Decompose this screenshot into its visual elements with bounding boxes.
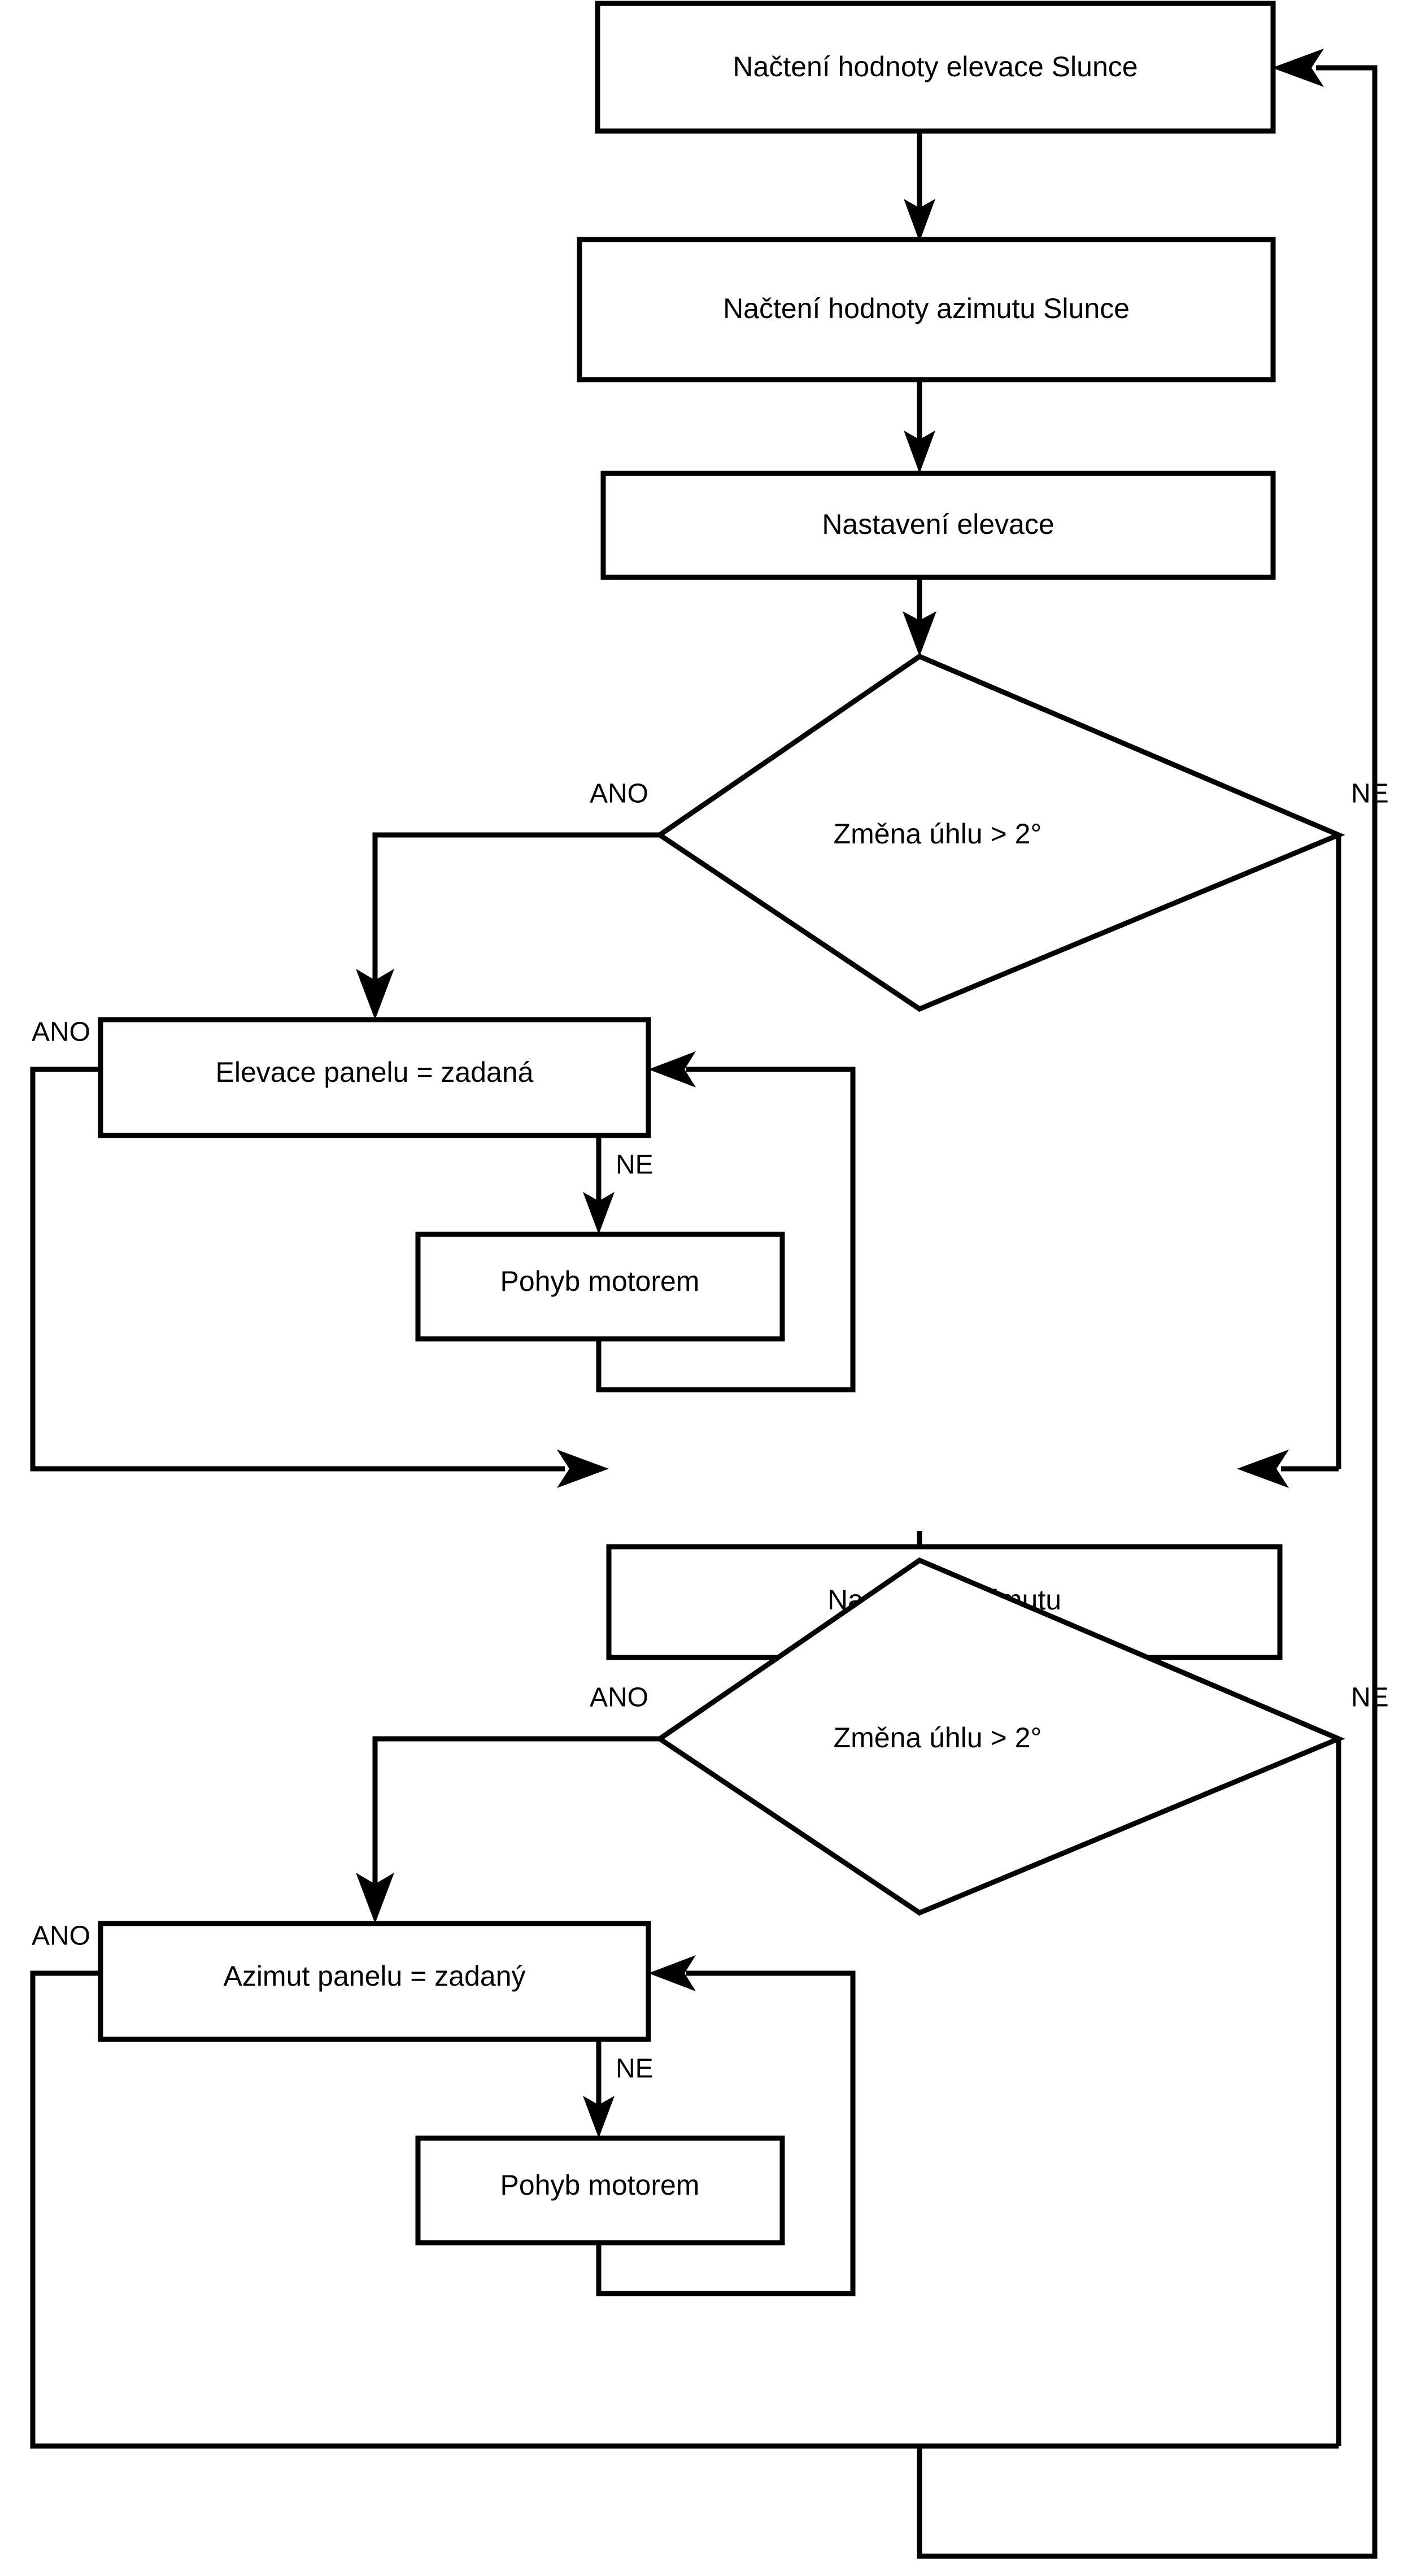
edge-n7-no-to-n8 <box>583 2039 615 2138</box>
node-label: Načtení hodnoty azimutu Slunce <box>723 293 1130 324</box>
edge-n1-to-n2 <box>904 131 935 242</box>
node-nacteni-azimutu[interactable]: Načtení hodnoty azimutu Slunce <box>577 237 1276 382</box>
edge-label-ano-n7: ANO <box>32 1921 90 1951</box>
edge-bottom-return-to-n1 <box>917 49 1378 2559</box>
edge-d2-yes-to-n7 <box>356 1736 660 1924</box>
node-pohyb-motorem-elevace[interactable]: Pohyb motorem <box>415 1232 785 1342</box>
node-nacteni-elevace[interactable]: Načtení hodnoty elevace Slunce <box>595 1 1276 134</box>
edge-d1-no-to-n6 <box>1237 835 1341 1488</box>
edge-n2-to-n3 <box>904 380 935 473</box>
node-label: Načtení hodnoty elevace Slunce <box>733 51 1138 82</box>
decision-label: Změna úhlu > 2° <box>834 1722 1042 1753</box>
edge-n4-yes-to-n6 <box>30 1067 609 1488</box>
edge-label-ne-d2: NE <box>1351 1683 1389 1713</box>
decision-zmena-uhlu-azimut[interactable]: Změna úhlu > 2° <box>655 1557 1345 1916</box>
edge-label-ne-d1: NE <box>1351 779 1389 809</box>
node-elevace-panelu-zadana[interactable]: Elevace panelu = zadaná <box>98 1017 651 1138</box>
edge-n5-to-n4-loop <box>596 1051 856 1393</box>
node-pohyb-motorem-azimut[interactable]: Pohyb motorem <box>415 2135 785 2246</box>
node-azimut-panelu-zadany[interactable]: Azimut panelu = zadaný <box>98 1921 651 2042</box>
edge-n7-yes-to-n1 <box>30 1970 1339 2449</box>
edge-label-ano-d2: ANO <box>590 1683 648 1713</box>
node-label: Pohyb motorem <box>500 2169 700 2201</box>
decision-zmena-uhlu-elevace[interactable]: Změna úhlu > 2° <box>655 653 1345 1012</box>
edge-label-ano-n4: ANO <box>32 1017 90 1047</box>
decision-label: Změna úhlu > 2° <box>834 818 1042 850</box>
node-label: Elevace panelu = zadaná <box>216 1056 534 1088</box>
edge-d1-yes-to-n4 <box>356 832 660 1020</box>
edge-n4-no-to-n5 <box>583 1135 615 1234</box>
edge-n8-to-n7-loop <box>596 1955 856 2296</box>
node-label: Azimut panelu = zadaný <box>223 1960 525 1992</box>
node-label: Pohyb motorem <box>500 1265 700 1297</box>
node-nastaveni-elevace[interactable]: Nastavení elevace <box>600 471 1276 580</box>
edge-label-ne-n7: NE <box>616 2054 653 2084</box>
node-label: Nastavení elevace <box>822 508 1054 540</box>
edge-label-ano-d1: ANO <box>590 779 648 809</box>
edge-n3-to-d1 <box>903 577 936 656</box>
edge-label-ne-n4: NE <box>616 1150 653 1180</box>
